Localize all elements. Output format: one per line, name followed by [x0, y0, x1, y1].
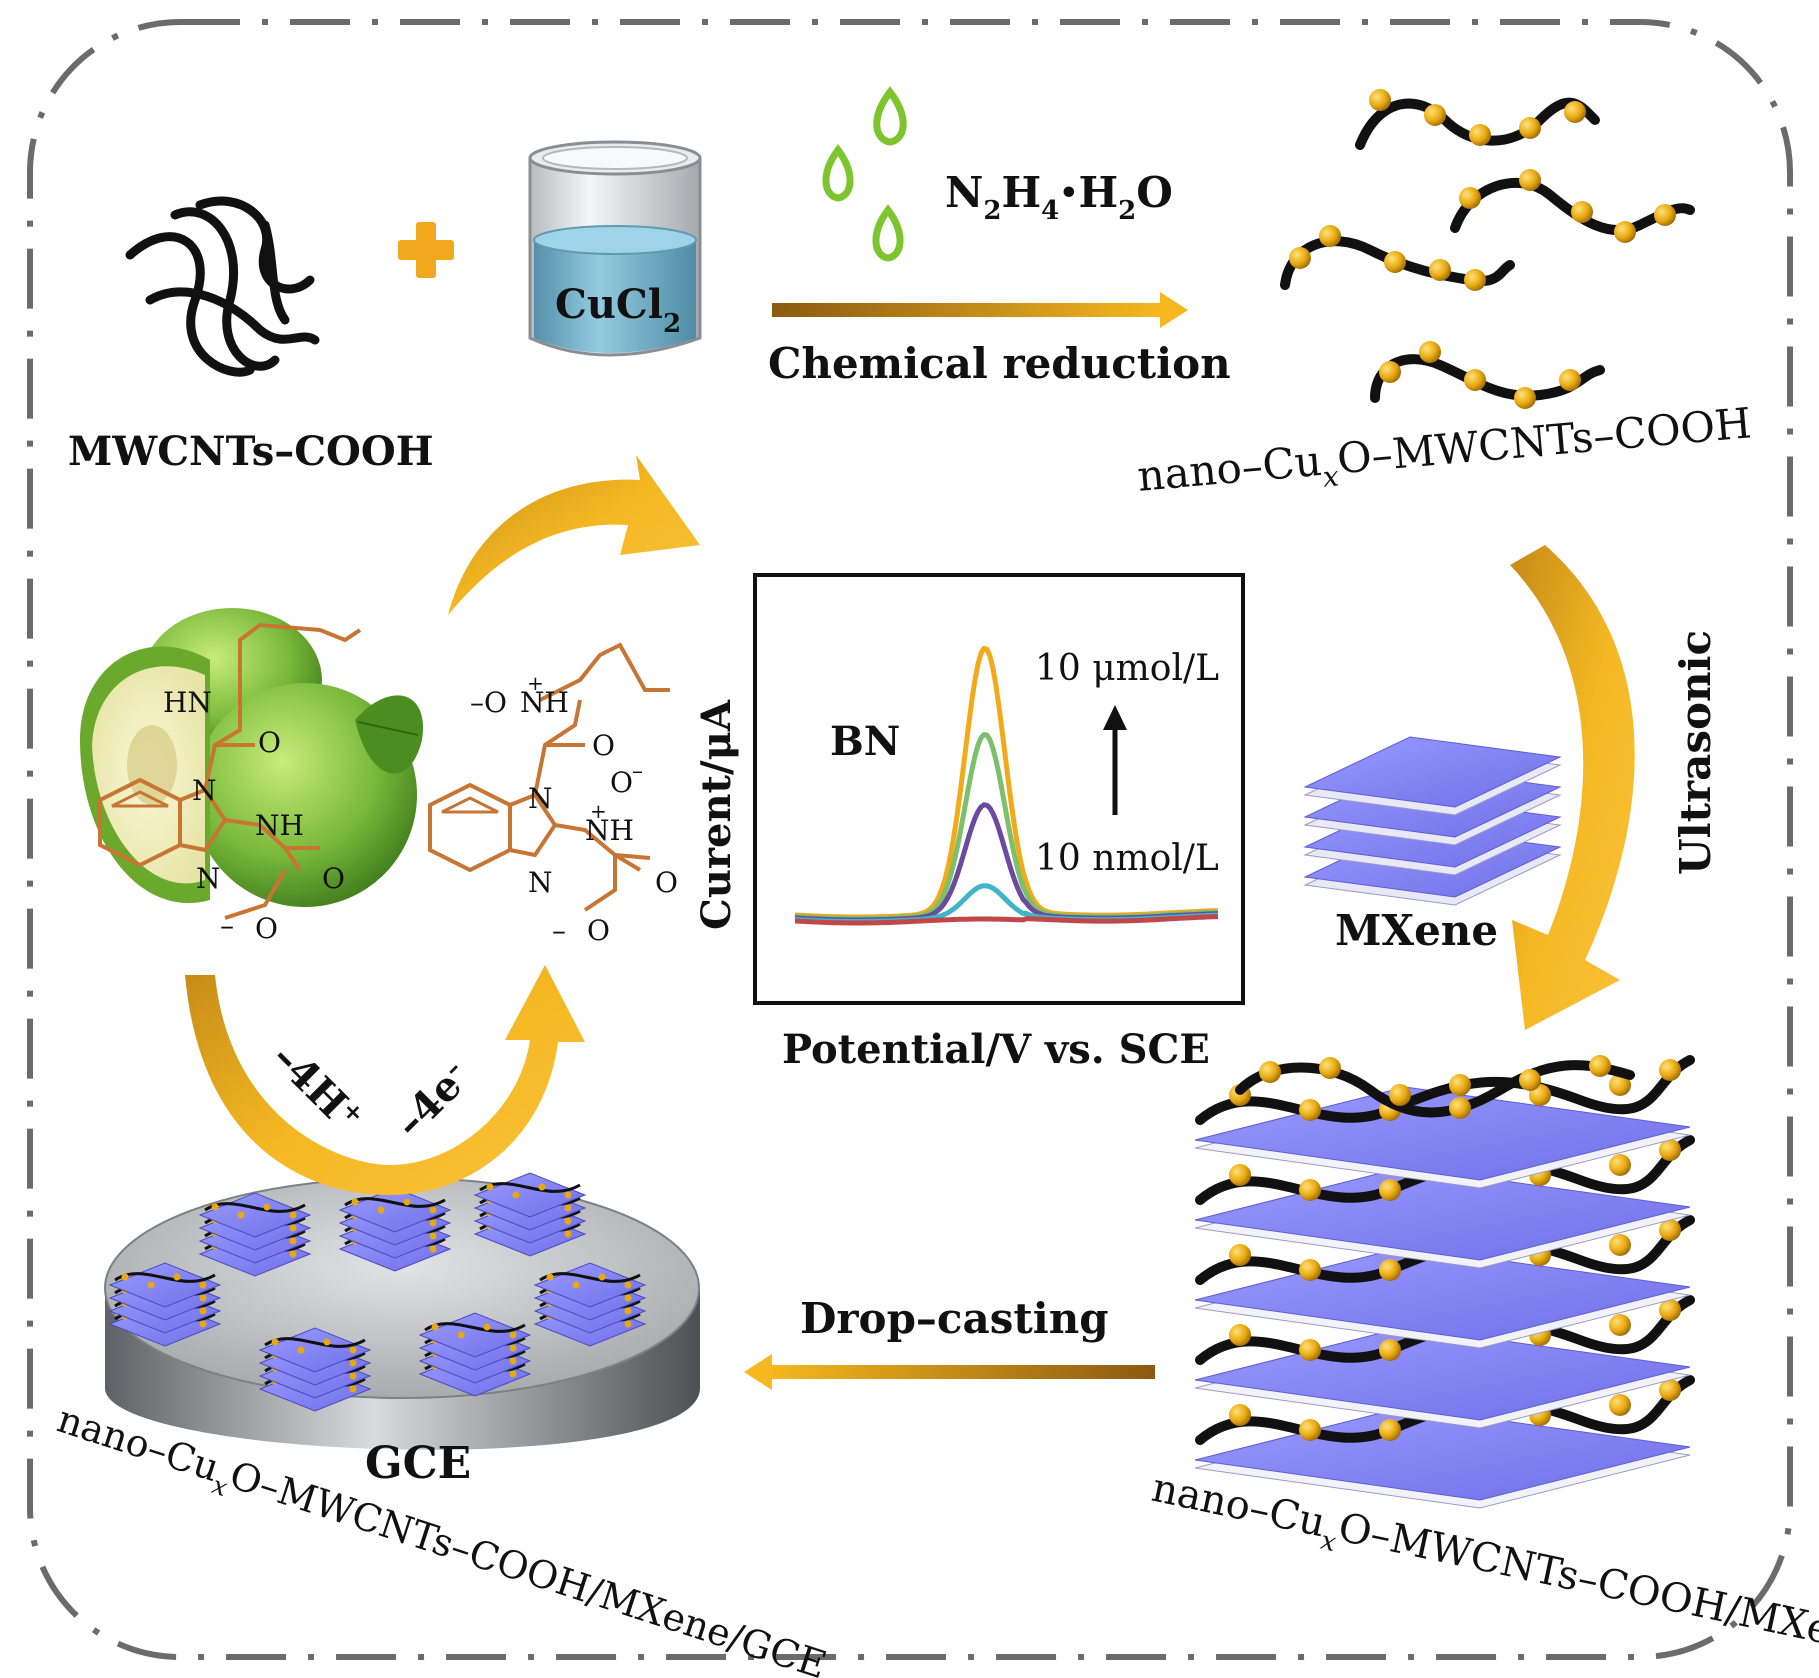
composite-cluster [418, 1312, 532, 1397]
molecule-oxidized [428, 642, 670, 912]
droplet-icons [822, 86, 907, 262]
svg-text:O: O [592, 729, 615, 762]
composite-cluster [473, 1172, 587, 1257]
drop-casting-label: Drop–casting [800, 1294, 1109, 1343]
composite-cluster [108, 1262, 222, 1347]
apple-image [80, 608, 424, 907]
composite-structure [1194, 1055, 1695, 1509]
plus-icon [398, 222, 454, 278]
svg-text:N: N [528, 866, 553, 899]
product1-label: nano–CuxO–MWCNTs–COOH [1135, 398, 1754, 509]
mxene-stack [1303, 736, 1562, 906]
composite-clusters [108, 1172, 647, 1412]
svg-text:O: O [258, 726, 281, 759]
svg-text:NH: NH [585, 814, 634, 847]
chart-ylabel: Curent/μA [693, 699, 740, 930]
svg-text:N: N [192, 774, 217, 807]
annotation-top: 10 μmol/L [1035, 648, 1219, 689]
oxidation-arrow [185, 965, 585, 1195]
molecule-bn-labels: HN O N NH N O – O [163, 686, 345, 945]
svg-text:NH: NH [520, 686, 569, 719]
svg-text:HN: HN [163, 686, 212, 719]
mwcnts-label: MWCNTs–COOH [68, 428, 434, 475]
svg-text:–: – [552, 914, 566, 947]
chemical-reduction-arrow [772, 292, 1188, 328]
svg-text:–: – [220, 909, 234, 942]
svg-text:O: O [322, 862, 345, 895]
mxene-label: MXene [1335, 906, 1498, 955]
cucl2-label: CuCl2 [555, 281, 681, 339]
chart-xlabel: Potential/V vs. SCE [782, 1026, 1210, 1073]
svg-text:O: O [610, 766, 633, 799]
reagent-label: N2H4•H2O [945, 168, 1173, 226]
svg-text:O: O [655, 866, 678, 899]
composite-cluster [338, 1187, 452, 1272]
chart-series-5 [794, 914, 1219, 926]
decorated-cnts [1280, 89, 1695, 409]
svg-text:N: N [528, 782, 553, 815]
composite-cluster [258, 1327, 372, 1412]
chart-title: BN [830, 718, 900, 765]
beaker-icon [528, 140, 702, 357]
svg-text:O: O [255, 912, 278, 945]
svg-text:–O: –O [470, 686, 507, 719]
chart-curves [794, 645, 1219, 926]
ultrasonic-label: Ultrasonic [1671, 630, 1720, 875]
gce-label: GCE [365, 1438, 471, 1489]
curved-arrow-top [448, 455, 700, 615]
svg-text:+: + [527, 671, 544, 695]
composite-cluster [533, 1262, 647, 1347]
svg-text:–: – [632, 759, 643, 784]
mwcnts-tangle [125, 196, 320, 377]
molecule-bn [98, 622, 362, 920]
molecule-oxidized-labels: –O NH + O N O – NH + N O – O [470, 671, 678, 947]
dpv-chart: BN 10 μmol/L 10 nmol/L Curent/μA Potenti… [693, 573, 1245, 1073]
minus-4e-label: –4e– [386, 1054, 480, 1148]
chart-frame [753, 573, 1245, 1005]
drop-casting-arrow [744, 1354, 1155, 1390]
outer-frame [27, 19, 1793, 1660]
increase-arrow-icon [1103, 705, 1127, 815]
svg-text:+: + [590, 799, 607, 823]
svg-text:NH: NH [255, 809, 304, 842]
svg-text:N: N [196, 862, 221, 895]
composite-cluster [198, 1192, 312, 1277]
chemical-reduction-label: Chemical reduction [768, 339, 1231, 388]
annotation-bottom: 10 nmol/L [1035, 838, 1219, 879]
svg-text:O: O [587, 914, 610, 947]
ultrasonic-arrow [1510, 545, 1635, 1030]
